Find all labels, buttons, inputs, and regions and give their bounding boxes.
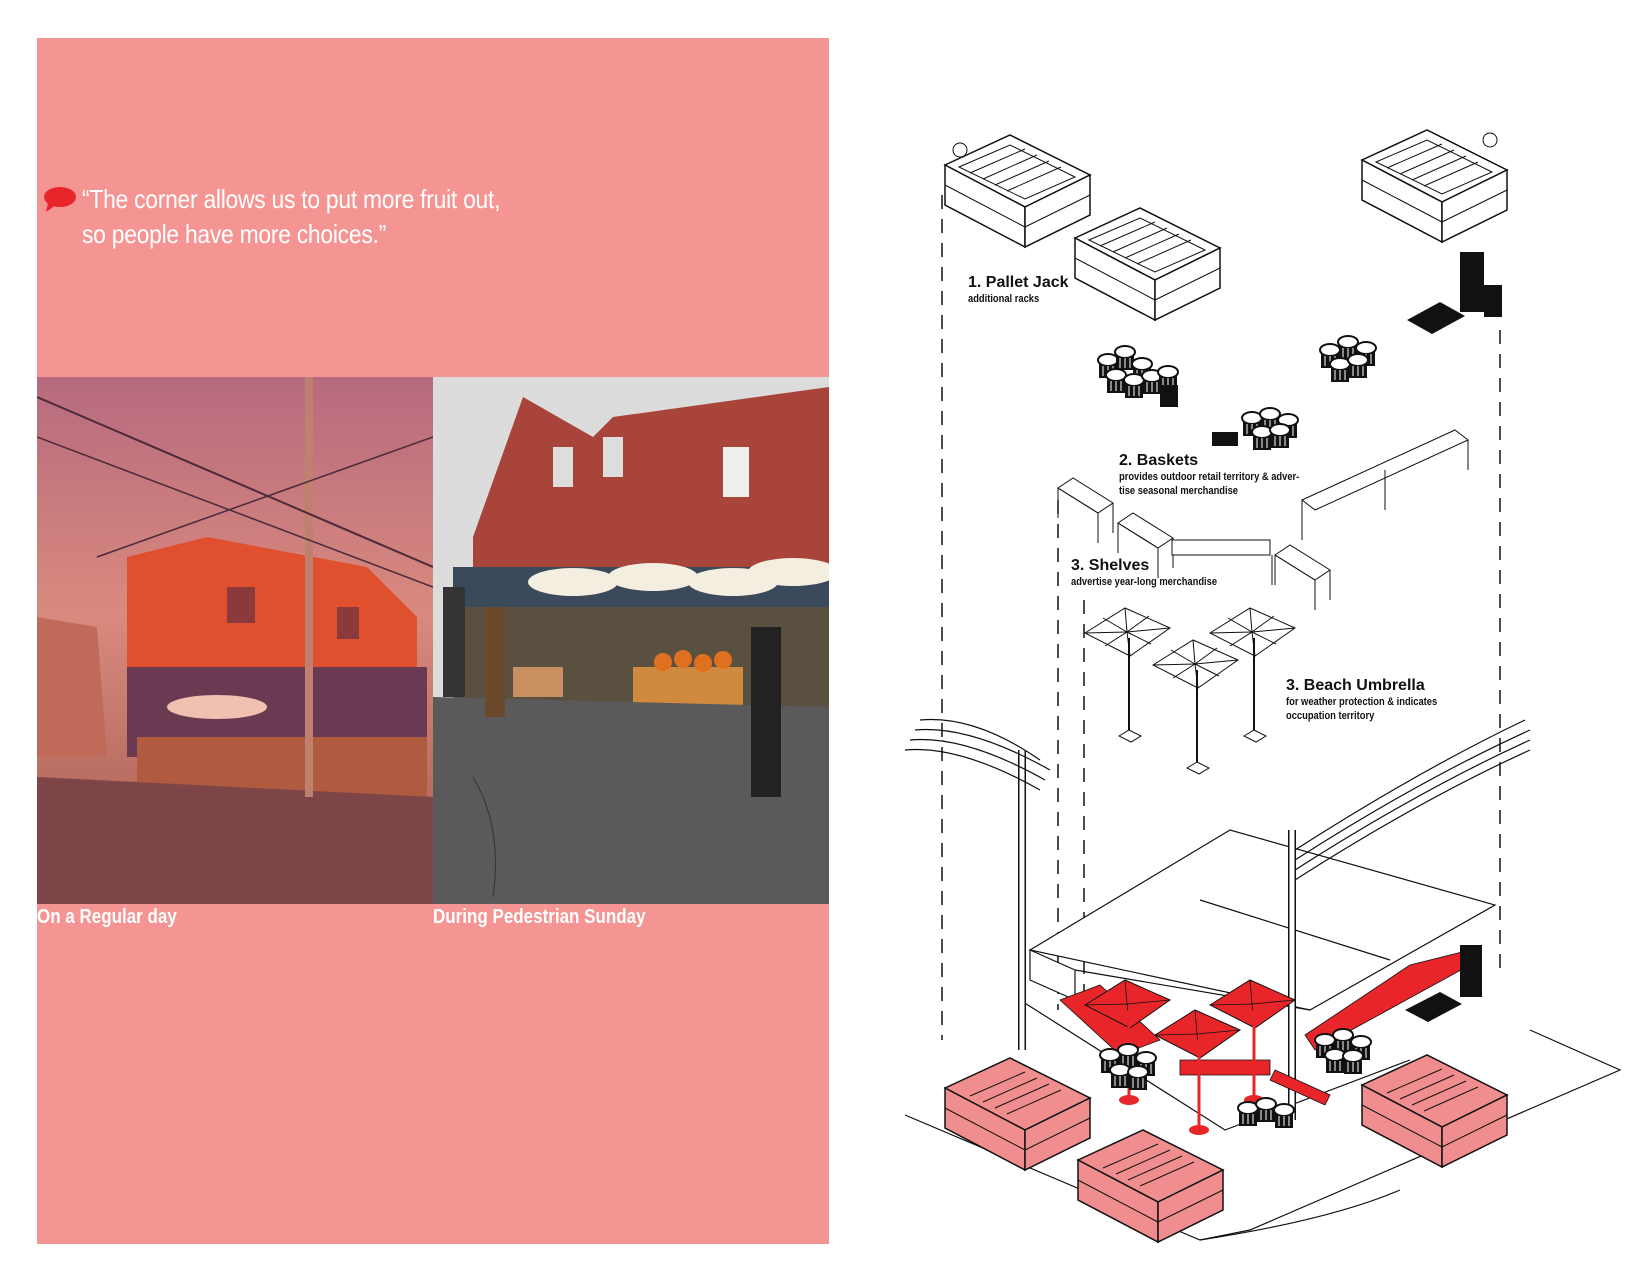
red-installation	[944, 945, 1508, 1243]
label-baskets: 2. Baskets provides outdoor retail terri…	[1119, 452, 1300, 497]
pallet-jack-crates	[944, 129, 1508, 321]
caption-regular-day: On a Regular day	[37, 906, 177, 928]
basket-clusters	[1097, 252, 1502, 451]
shelves	[1057, 429, 1469, 611]
speech-bubble-icon	[44, 187, 76, 212]
caption-pedestrian-sunday: During Pedestrian Sunday	[433, 906, 646, 928]
photo-regular-day	[37, 377, 433, 904]
photo-pedestrian-sunday	[433, 377, 829, 904]
quote-text: “The corner allows us to put more fruit …	[82, 184, 501, 249]
beach-umbrellas	[1084, 607, 1296, 775]
label-shelves: 3. Shelves advertise year-long merchandi…	[1071, 557, 1218, 588]
label-beach-umbrella: 3. Beach Umbrella for weather protection…	[1286, 677, 1438, 722]
label-pallet-jack: 1. Pallet Jack additional racks	[968, 274, 1069, 305]
street-corner-base	[904, 718, 1622, 1241]
